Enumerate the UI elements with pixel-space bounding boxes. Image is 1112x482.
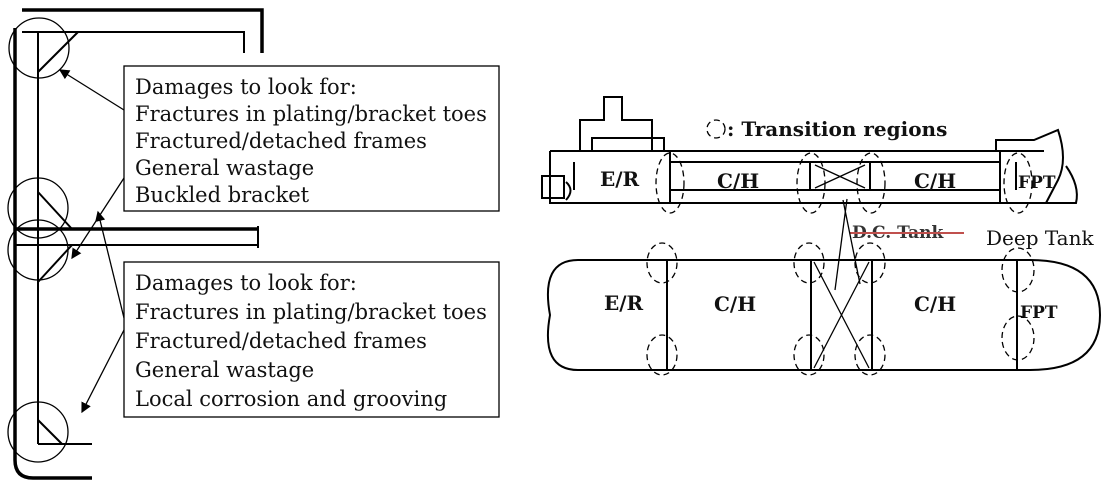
callout-top-item: Fractured/detached frames xyxy=(135,129,427,153)
transition-region-ellipse xyxy=(646,242,678,284)
callout-bottom-box xyxy=(123,261,500,418)
critical-area-circle-mid-lower xyxy=(7,219,69,281)
side-shell-section: Damages to look for: Fractures in platin… xyxy=(7,8,500,480)
upper-stringer xyxy=(22,31,245,53)
plan-label-fpt: FPT xyxy=(1020,303,1058,323)
arrow-to-top-bracket xyxy=(58,69,125,111)
middle-lower-bracket xyxy=(37,244,73,283)
tank-label: D.C. Tank Deep Tank xyxy=(834,198,1094,291)
legend-dashed-circle-icon xyxy=(706,119,726,139)
profile-label-ch-fwd: C/H xyxy=(914,169,956,193)
callout-top-item: General wastage xyxy=(135,156,314,180)
plan-tank-leader-line xyxy=(842,199,861,285)
transition-region-ellipse xyxy=(793,242,825,284)
transition-region-ellipse xyxy=(655,152,685,214)
bottom-bracket xyxy=(37,419,63,445)
callout-top-heading: Damages to look for: xyxy=(135,75,357,99)
superstructure-deck xyxy=(591,137,665,151)
profile-label-fpt: FPT xyxy=(1018,173,1056,193)
transition-region-ellipse xyxy=(793,334,825,376)
superstructure-funnel xyxy=(579,96,653,151)
upper-deck-plating xyxy=(22,8,264,53)
profile-label-ch-aft: C/H xyxy=(717,169,759,193)
arrow-to-bottom-bracket xyxy=(81,329,125,414)
profile-bow xyxy=(995,128,1064,204)
callout-top: Damages to look for: Fractures in platin… xyxy=(123,65,500,212)
callout-bottom-item: Fractured/detached frames xyxy=(135,329,427,353)
profile-deep-tank-cross xyxy=(814,164,866,189)
callout-bottom-item: Fractures in plating/bracket toes xyxy=(135,300,487,324)
critical-area-circle-mid-upper xyxy=(7,177,69,239)
callout-bottom-heading: Damages to look for: xyxy=(135,271,357,295)
plan-deep-tank-cross xyxy=(813,261,870,369)
transition-region-ellipse xyxy=(646,334,678,376)
tank-label-replacement: Deep Tank xyxy=(986,226,1094,250)
tank-leader-line xyxy=(834,198,848,291)
transition-region-ellipse xyxy=(1001,247,1035,293)
arrow-to-mid-upper xyxy=(95,210,125,319)
transition-region-ellipse xyxy=(796,152,826,214)
upper-bracket xyxy=(37,31,79,73)
plan-hull-outline xyxy=(546,259,1102,371)
middle-upper-bracket xyxy=(37,191,73,230)
profile-stern-post xyxy=(565,181,572,201)
plan-label-er: E/R xyxy=(604,291,644,315)
profile-label-er: E/R xyxy=(600,167,640,191)
ship-profile: E/R C/H C/H FPT xyxy=(541,96,1078,214)
transition-region-ellipse xyxy=(1001,315,1035,361)
callout-bottom: Damages to look for: Fractures in platin… xyxy=(123,261,500,418)
callout-bottom-item: Local corrosion and grooving xyxy=(135,387,447,411)
transition-region-ellipse xyxy=(854,242,886,284)
callout-bottom-item: General wastage xyxy=(135,358,314,382)
critical-area-circle-bottom xyxy=(7,401,69,463)
critical-area-circle-top xyxy=(8,17,70,79)
plan-label-ch-aft: C/H xyxy=(714,292,756,316)
callout-top-box xyxy=(123,65,500,212)
profile-hull-bottom xyxy=(549,151,1046,204)
transition-region-ellipse xyxy=(856,152,886,214)
ship-plan-view: E/R C/H C/H FPT xyxy=(546,199,1102,376)
legend: : Transition regions xyxy=(706,117,947,141)
transition-region-ellipse xyxy=(854,334,886,376)
profile-bulbous-bow xyxy=(1046,165,1078,204)
transition-region-ellipse xyxy=(1003,152,1033,214)
profile-stern-rudder xyxy=(541,175,565,199)
callout-top-item: Buckled bracket xyxy=(135,183,310,207)
callout-top-item: Fractures in plating/bracket toes xyxy=(135,102,487,126)
outer-shell-plating xyxy=(13,28,92,480)
legend-text: : Transition regions xyxy=(727,117,947,141)
plan-label-ch-fwd: C/H xyxy=(914,292,956,316)
